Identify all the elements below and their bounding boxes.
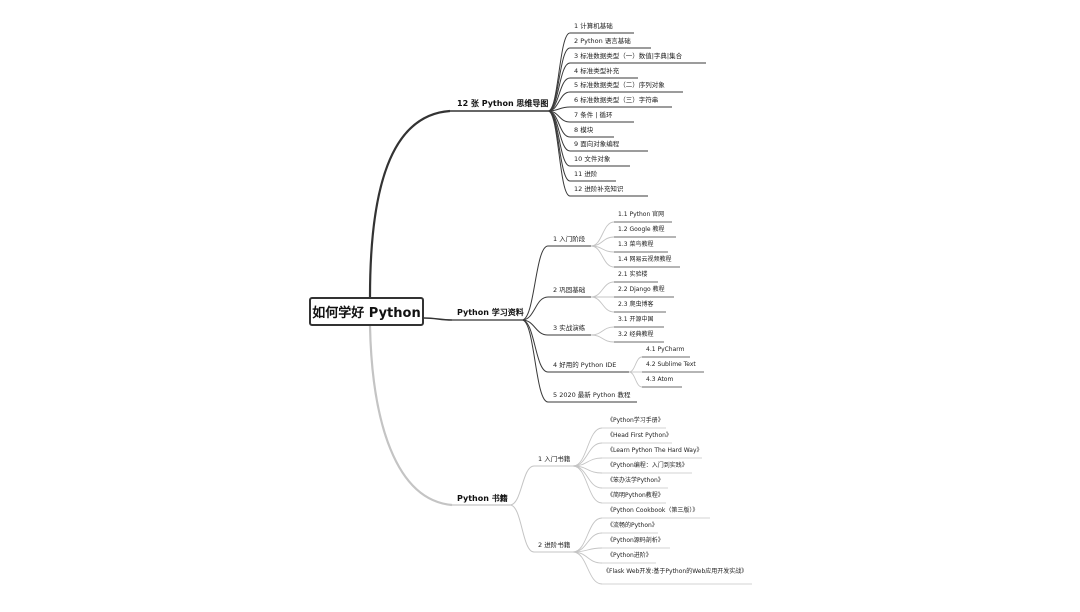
book-item[interactable]: 《Python Cookbook（第三版）》 bbox=[607, 507, 699, 514]
resource-item[interactable]: 2.2 Django 教程 bbox=[618, 286, 665, 293]
connector-line bbox=[509, 465, 535, 506]
connector-line bbox=[572, 465, 603, 504]
mindmap-item[interactable]: 7 条件 | 循环 bbox=[574, 111, 613, 119]
connector-line bbox=[368, 109, 451, 298]
mindmap-item[interactable]: 3 标准数据类型（一）数值|字典|集合 bbox=[574, 52, 683, 60]
resource-group[interactable]: 3 实战演练 bbox=[553, 324, 586, 332]
connector-line bbox=[521, 296, 549, 321]
connector-line bbox=[590, 326, 615, 336]
book-item[interactable]: 《笨办法学Python》 bbox=[607, 477, 664, 484]
resource-item[interactable]: 1.3 菜鸟教程 bbox=[618, 241, 654, 248]
resource-group[interactable]: 2 巩固基础 bbox=[553, 286, 586, 294]
connector-line bbox=[547, 110, 571, 167]
mindmap-item[interactable]: 5 标准数据类型（二）序列对象 bbox=[574, 81, 665, 89]
mindmap-item[interactable]: 2 Python 语言基础 bbox=[574, 37, 631, 45]
connector-line bbox=[547, 32, 571, 112]
book-item[interactable]: 《Python源码剖析》 bbox=[607, 537, 664, 544]
mindmap-item[interactable]: 6 标准数据类型（三）字符串 bbox=[574, 96, 659, 104]
connector-line bbox=[521, 319, 549, 403]
connector-line bbox=[572, 517, 603, 553]
resource-item[interactable]: 1.4 网易云视频教程 bbox=[618, 256, 672, 263]
mindmap-item[interactable]: 4 标准类型补充 bbox=[574, 67, 620, 75]
resource-item[interactable]: 3.2 经典教程 bbox=[618, 331, 654, 338]
resource-item[interactable]: 2.1 实验楼 bbox=[618, 271, 648, 278]
connector-line bbox=[572, 551, 603, 564]
book-item[interactable]: 《Python学习手册》 bbox=[607, 417, 664, 424]
book-group[interactable]: 1 入门书籍 bbox=[538, 455, 571, 463]
connector-line bbox=[368, 325, 453, 507]
book-item[interactable]: 《Head First Python》 bbox=[607, 432, 672, 439]
connector-line bbox=[572, 551, 603, 585]
resource-item[interactable]: 1.2 Google 教程 bbox=[618, 226, 665, 233]
connector-line bbox=[628, 356, 643, 373]
connector-line bbox=[590, 245, 615, 268]
connector-line bbox=[590, 296, 615, 313]
connector-line bbox=[590, 334, 615, 343]
connector-line bbox=[590, 281, 615, 298]
resource-item[interactable]: 4.1 PyCharm bbox=[646, 346, 685, 353]
book-item[interactable]: 《Python进阶》 bbox=[607, 552, 652, 559]
mindmap-item[interactable]: 8 模块 bbox=[574, 126, 594, 134]
connector-line bbox=[423, 317, 453, 321]
book-group[interactable]: 2 进阶书籍 bbox=[538, 541, 571, 549]
connector-line bbox=[572, 547, 603, 553]
book-item[interactable]: 《简明Python教程》 bbox=[607, 492, 664, 499]
connector-line bbox=[590, 221, 615, 247]
branch-books[interactable]: Python 书籍 bbox=[457, 494, 508, 503]
book-item[interactable]: 《Flask Web开发:基于Python的Web应用开发实战》 bbox=[603, 568, 748, 575]
branch-mindmaps[interactable]: 12 张 Python 思维导图 bbox=[457, 99, 549, 108]
resource-item[interactable]: 2.3 爬虫博客 bbox=[618, 301, 654, 308]
resource-group[interactable]: 1 入门阶段 bbox=[553, 235, 586, 243]
resource-group[interactable]: 5 2020 最新 Python 教程 bbox=[553, 391, 631, 399]
resource-item[interactable]: 1.1 Python 官网 bbox=[618, 211, 665, 218]
resource-item[interactable]: 4.2 Sublime Text bbox=[646, 361, 696, 368]
connector-line bbox=[572, 442, 603, 467]
resource-group[interactable]: 4 好用的 Python IDE bbox=[553, 361, 617, 369]
root-node[interactable]: 如何学好 Python bbox=[309, 297, 424, 326]
book-item[interactable]: 《Python编程：入门到实践》 bbox=[607, 462, 688, 469]
mindmap-item[interactable]: 10 文件对象 bbox=[574, 155, 611, 163]
book-item[interactable]: 《Learn Python The Hard Way》 bbox=[607, 447, 703, 454]
branch-resources[interactable]: Python 学习资料 bbox=[457, 308, 524, 317]
connector-line bbox=[509, 504, 535, 553]
connector-line bbox=[521, 245, 549, 321]
resource-item[interactable]: 4.3 Atom bbox=[646, 376, 674, 383]
book-item[interactable]: 《流畅的Python》 bbox=[607, 522, 658, 529]
connector-line bbox=[547, 77, 571, 112]
mindmap-item[interactable]: 1 计算机基础 bbox=[574, 22, 613, 30]
connector-line bbox=[547, 110, 571, 197]
mindmap-item[interactable]: 11 进阶 bbox=[574, 170, 598, 178]
root-node-label: 如何学好 Python bbox=[312, 306, 421, 321]
resource-item[interactable]: 3.1 开源中国 bbox=[618, 316, 654, 323]
connector-line bbox=[572, 427, 603, 467]
mindmap-item[interactable]: 9 面向对象编程 bbox=[574, 140, 620, 148]
mindmap-item[interactable]: 12 进阶补充知识 bbox=[574, 185, 624, 193]
connector-line bbox=[628, 371, 643, 388]
